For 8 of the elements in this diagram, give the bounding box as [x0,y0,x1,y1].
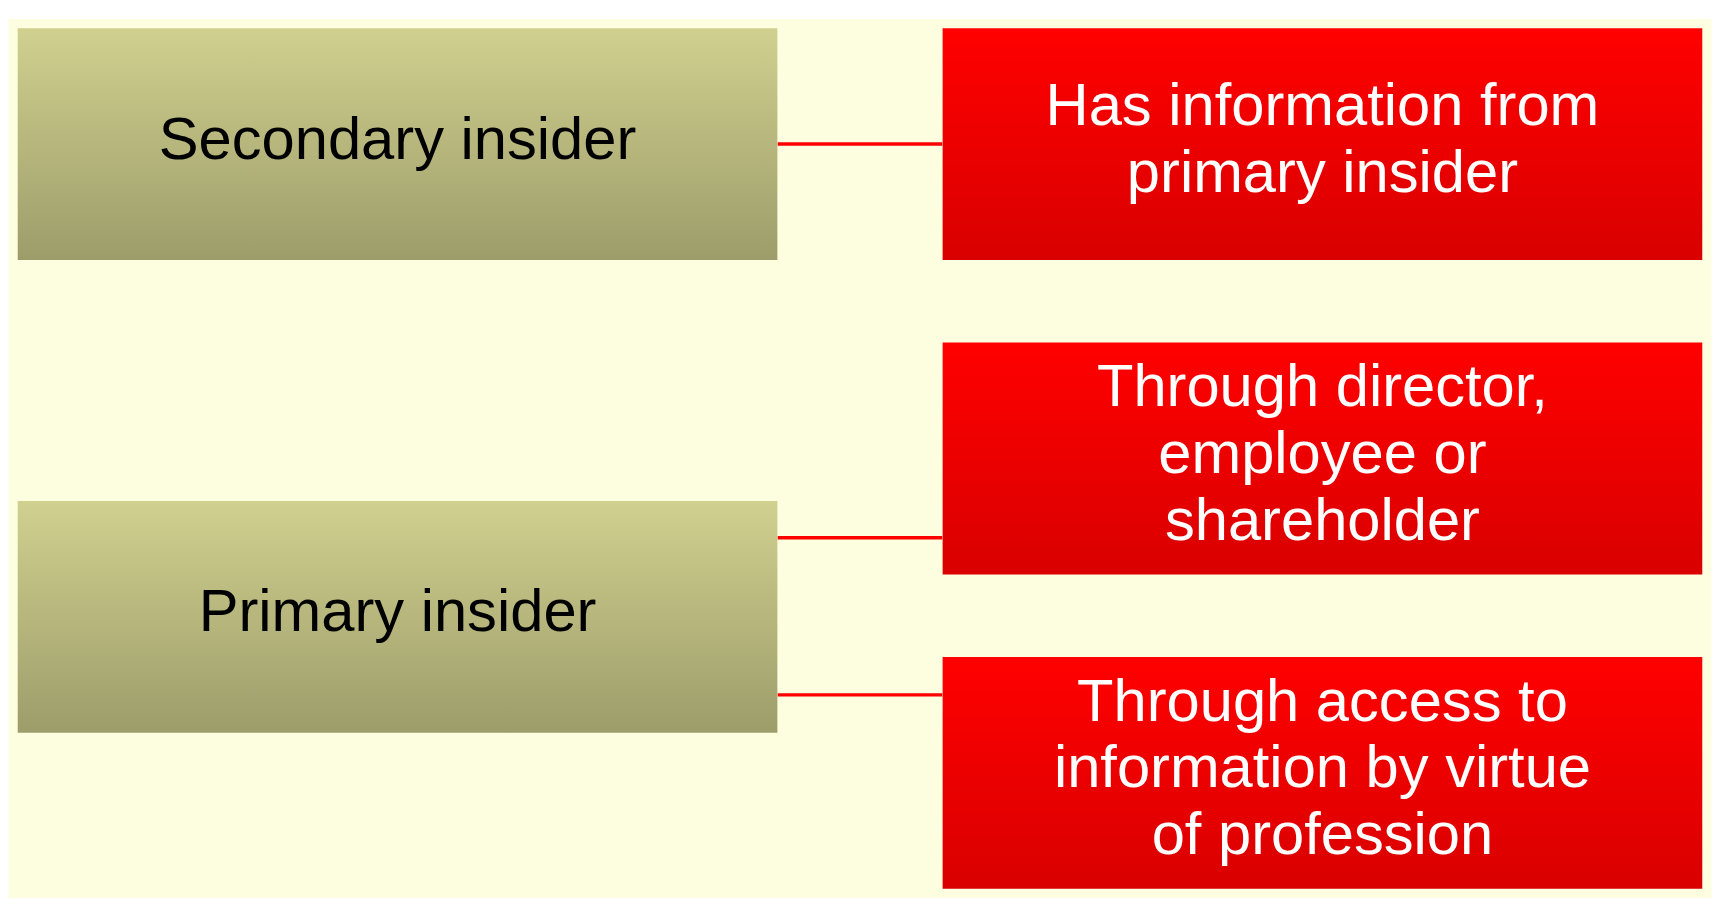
connector [777,692,943,697]
node-box: Has information from primary insider [942,27,1703,260]
connector [777,535,943,539]
node-box: Primary insider [17,500,778,733]
node-box: Through access to information by virtue of profession [942,656,1703,889]
node-box: Secondary insider [17,27,778,260]
connector [777,141,943,146]
node-box: Through director, employee or shareholder [942,342,1703,574]
